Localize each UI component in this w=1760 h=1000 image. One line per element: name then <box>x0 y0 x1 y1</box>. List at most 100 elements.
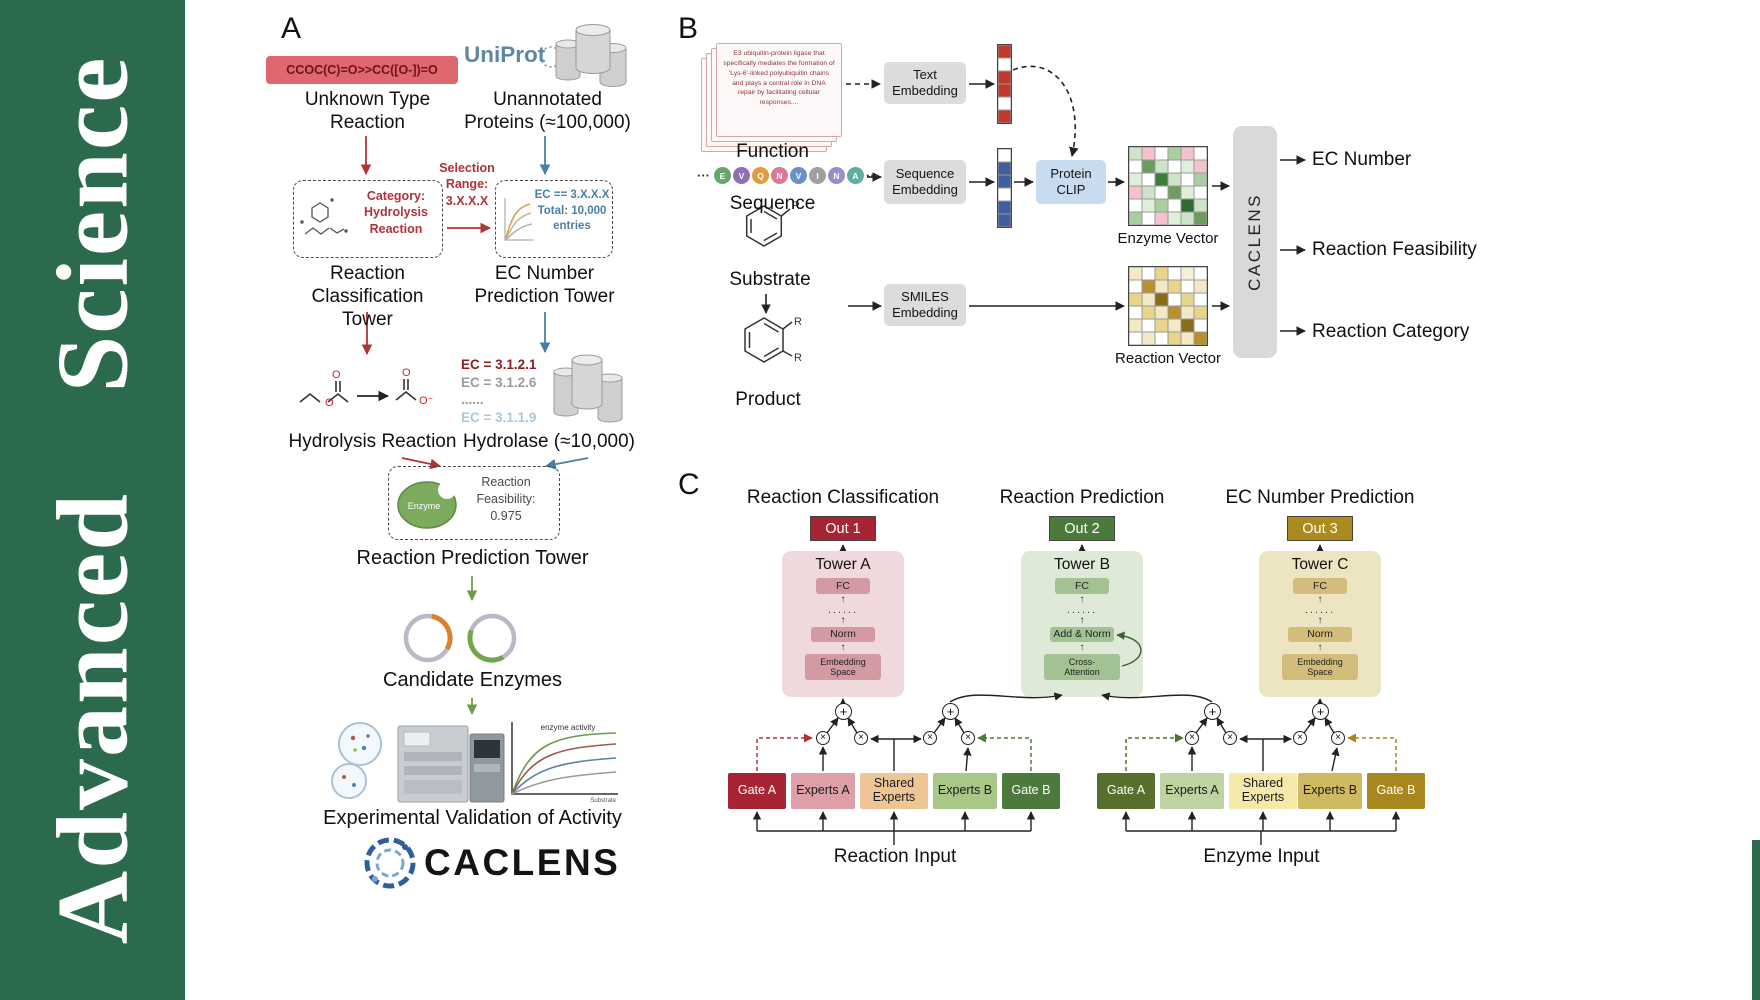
caclens-model-box: CACLENS <box>1233 126 1277 358</box>
tower-c-title: Tower C <box>1291 556 1349 573</box>
ec-range-box-text: EC == 3.X.X.X Total: 10,000 entries <box>534 189 610 233</box>
ec-range-dashed-box <box>495 180 613 258</box>
hplc-instrument-icon <box>397 725 505 803</box>
reaction-vector-grid <box>1128 266 1208 346</box>
hydrolysis-reaction-label: Hydrolysis Reaction <box>288 431 457 452</box>
caclens-logo-icon <box>364 837 416 889</box>
sequence-ellipsis: ··· <box>697 168 710 183</box>
panel-b-label: B <box>678 12 699 45</box>
ec-number-item: EC = 3.1.2.1 <box>461 357 537 372</box>
hydrolase-label: Hydrolase (≈10,000) <box>462 431 635 452</box>
tower-a: Tower A FC ↑ ...... ↑ Norm ↑ Embedding S… <box>782 551 904 697</box>
circle-plus-icon: + <box>942 703 959 720</box>
enzyme-experts-b: Experts B <box>1298 773 1362 809</box>
sequence-residue: N <box>828 167 845 184</box>
up-arrow-icon: ↑ <box>1317 615 1323 626</box>
circle-plus-icon: + <box>1204 703 1221 720</box>
journal-band: Advanced Science <box>0 0 185 1000</box>
petri-dishes-icon <box>331 722 382 799</box>
r-group-label: R <box>794 352 802 364</box>
tower-a-base: Embedding Space <box>805 654 881 680</box>
circle-times-icon: × <box>1293 731 1307 745</box>
chart-xlabel: Substrate <box>590 798 616 804</box>
sequence-residue: Q <box>752 167 769 184</box>
tower-a-dots: ...... <box>827 604 859 616</box>
unknown-reaction-label: Unknown Type Reaction <box>304 89 431 134</box>
product-molecule: R R <box>744 316 802 364</box>
unannotated-proteins-label: Unannotated Proteins (≈100,000) <box>464 89 631 134</box>
plasmid-icons <box>403 613 517 663</box>
ec-number-item: EC = 3.1.1.9 <box>461 409 537 425</box>
up-arrow-icon: ↑ <box>1079 594 1085 605</box>
substrate-label: Substrate <box>729 269 811 290</box>
chart-title: enzyme activity <box>541 723 596 732</box>
caclens-model-label: CACLENS <box>1245 193 1264 291</box>
circle-times-icon: × <box>1185 731 1199 745</box>
sequence-ellipsis: ··· <box>866 168 879 183</box>
prediction-tower-label: Reaction Prediction Tower <box>356 547 589 569</box>
sequence-residue: I <box>809 167 826 184</box>
reaction-input-label: Reaction Input <box>833 846 957 867</box>
r-group-label: R <box>794 316 802 328</box>
reaction-shared-experts: Shared Experts <box>860 773 928 809</box>
output-reaction-category: Reaction Category <box>1312 321 1470 342</box>
tower-b: Tower B FC ↑ ...... ↑ Add & Norm ↑ Cross… <box>1021 551 1143 697</box>
output-ec-number: EC Number <box>1312 149 1412 170</box>
feasibility-dashed-box <box>388 466 560 540</box>
out-1-box: Out 1 <box>810 516 876 541</box>
tower-a-fc: FC <box>816 578 870 594</box>
sequence-residue: V <box>790 167 807 184</box>
ester-reaction-structures: O O O O⁻ <box>299 367 434 409</box>
text-embedding-box: Text Embedding <box>884 62 966 104</box>
tower-c-fc: FC <box>1293 578 1347 594</box>
circle-times-icon: × <box>1331 731 1345 745</box>
reaction-vector-label: Reaction Vector <box>1115 350 1221 367</box>
circle-times-icon: × <box>961 731 975 745</box>
caclens-wordmark: CACLENS <box>424 842 621 883</box>
ec-number-list: EC = 3.1.2.1 EC = 3.1.2.6 ...... EC = 3.… <box>461 356 536 426</box>
sequence-residue: E <box>714 167 731 184</box>
enzyme-gate-b: Gate B <box>1367 773 1425 809</box>
panel-a-label: A <box>281 12 302 45</box>
svg-text:O: O <box>332 369 341 381</box>
circle-times-icon: × <box>816 731 830 745</box>
out-2-box: Out 2 <box>1049 516 1115 541</box>
enzyme-gate-a: Gate A <box>1097 773 1155 809</box>
sequence-residue: V <box>733 167 750 184</box>
category-dashed-box <box>293 180 443 258</box>
svg-text:O⁻: O⁻ <box>419 395 434 407</box>
reaction-gate-b: Gate B <box>1002 773 1060 809</box>
sequence-residue: A <box>847 167 864 184</box>
up-arrow-icon: ↑ <box>840 594 846 605</box>
enzyme-input-label: Enzyme Input <box>1203 846 1320 867</box>
selection-range-label: Selection Range: 3.X.X.X <box>439 161 495 208</box>
classification-tower-label: Reaction Classification Tower <box>311 263 424 331</box>
ec-tower-label: EC Number Prediction Tower <box>474 263 615 308</box>
up-arrow-icon: ↑ <box>840 642 846 653</box>
title-reaction-prediction: Reaction Prediction <box>999 487 1165 508</box>
function-card: E3 ubiquitin-protein ligase that specifi… <box>716 43 842 137</box>
enzyme-experts-a: Experts A <box>1160 773 1224 809</box>
up-arrow-icon: ↑ <box>1317 642 1323 653</box>
up-arrow-icon: ↑ <box>1079 642 1085 653</box>
tower-c-dots: ...... <box>1304 604 1336 616</box>
protein-clip-box: Protein CLIP <box>1036 160 1106 204</box>
circle-times-icon: × <box>923 731 937 745</box>
sequence-embedding-box: Sequence Embedding <box>884 160 966 204</box>
up-arrow-icon: ↑ <box>1317 594 1323 605</box>
tower-b-fc: FC <box>1055 578 1109 594</box>
out-3-box: Out 3 <box>1287 516 1353 541</box>
tower-b-base: Cross- Attention <box>1044 654 1120 680</box>
svg-text:O: O <box>402 367 411 379</box>
ec-number-item: EC = 3.1.2.6 <box>461 374 537 390</box>
ec-number-item: ...... <box>461 392 484 407</box>
enzyme-activity-chart: enzyme activity Substrate <box>511 722 618 804</box>
circle-plus-icon: + <box>835 703 852 720</box>
feasibility-text: Reaction Feasibility: 0.975 <box>476 475 536 523</box>
circle-plus-icon: + <box>1312 703 1329 720</box>
output-reaction-feasibility: Reaction Feasibility <box>1312 239 1477 260</box>
tower-a-norm: Norm <box>811 627 875 642</box>
hydrolase-database-icon <box>553 354 623 423</box>
circle-times-icon: × <box>1223 731 1237 745</box>
